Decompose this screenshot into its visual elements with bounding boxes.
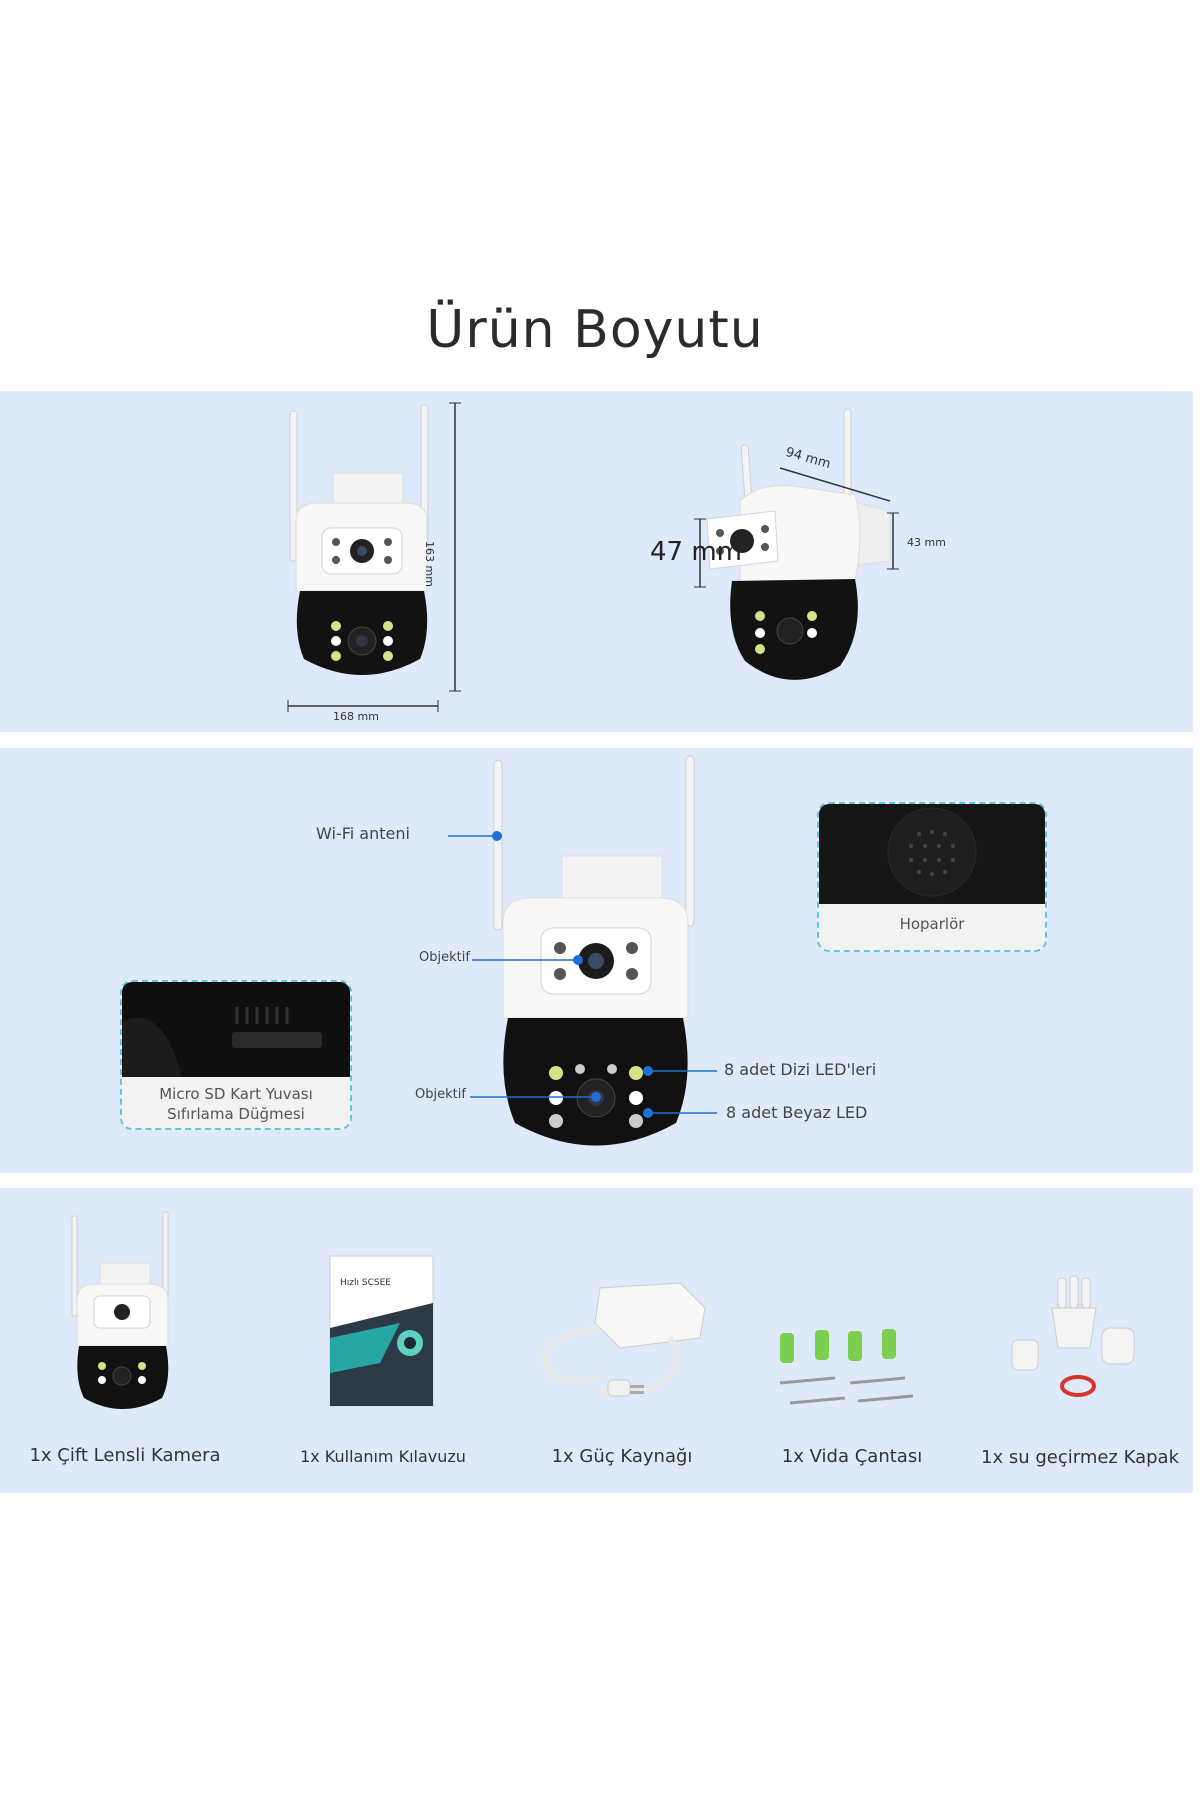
callout-lines	[448, 835, 717, 1114]
accessory-label-screws: 1x Vida Çantası	[781, 1446, 923, 1467]
height-label: 163 mm	[423, 541, 436, 587]
camera-side-view	[694, 408, 899, 680]
sd-slot-icon	[122, 982, 350, 1077]
screw-bag-icon	[779, 1329, 914, 1405]
dimensions-illustration	[287, 402, 899, 712]
wifi-label: Wi-Fi anteni	[316, 824, 410, 843]
speaker-label: Hoparlör	[819, 914, 1045, 934]
sd-slot-label-2: Sıfırlama Düğmesi	[122, 1104, 350, 1124]
led-array-label: 8 adet Dizi LED'leri	[724, 1060, 877, 1079]
accessory-label-cap: 1x su geçirmez Kapak	[981, 1447, 1179, 1468]
accessories-panel: 1x Çift Lensli Kamera 1x Kullanım Kılavu…	[0, 1188, 1193, 1493]
accessory-label-manual: 1x Kullanım Kılavuzu	[300, 1447, 466, 1466]
power-adapter-icon	[541, 1282, 706, 1397]
dimensions-panel: 168 mm 163 mm 94 mm 47 mm 43 mm	[0, 391, 1193, 732]
lens-bottom-label: Objektif	[415, 1087, 466, 1102]
speaker-inset: Hoparlör	[817, 802, 1047, 952]
sd-slot-label-1: Micro SD Kart Yuvası	[122, 1084, 350, 1104]
speaker-icon	[819, 804, 1045, 904]
led-white-label: 8 adet Beyaz LED	[726, 1103, 868, 1122]
accessory-label-power: 1x Güç Kaynağı	[551, 1446, 693, 1467]
features-illustration	[448, 755, 717, 1146]
accessories-illustration	[71, 1211, 1135, 1409]
camera-icon	[71, 1211, 169, 1409]
features-panel: Wi-Fi anteni Objektif Objektif 8 adet Di…	[0, 748, 1193, 1173]
manual-cover-text: Hızlı SCSEE	[340, 1278, 391, 1288]
camera-front-view	[287, 402, 461, 712]
front-height-label: 47 mm	[650, 537, 743, 567]
camera-main-view	[493, 755, 695, 1146]
lens-top-label: Objektif	[419, 950, 470, 965]
manual-icon	[329, 1255, 434, 1407]
sd-slot-inset: Micro SD Kart Yuvası Sıfırlama Düğmesi	[120, 980, 352, 1130]
side-height-label: 43 mm	[907, 536, 946, 549]
accessory-label-camera: 1x Çift Lensli Kamera	[29, 1445, 221, 1466]
page-title: Ürün Boyutu	[426, 300, 764, 360]
waterproof-cap-icon	[1011, 1275, 1135, 1397]
width-label: 168 mm	[333, 710, 379, 723]
